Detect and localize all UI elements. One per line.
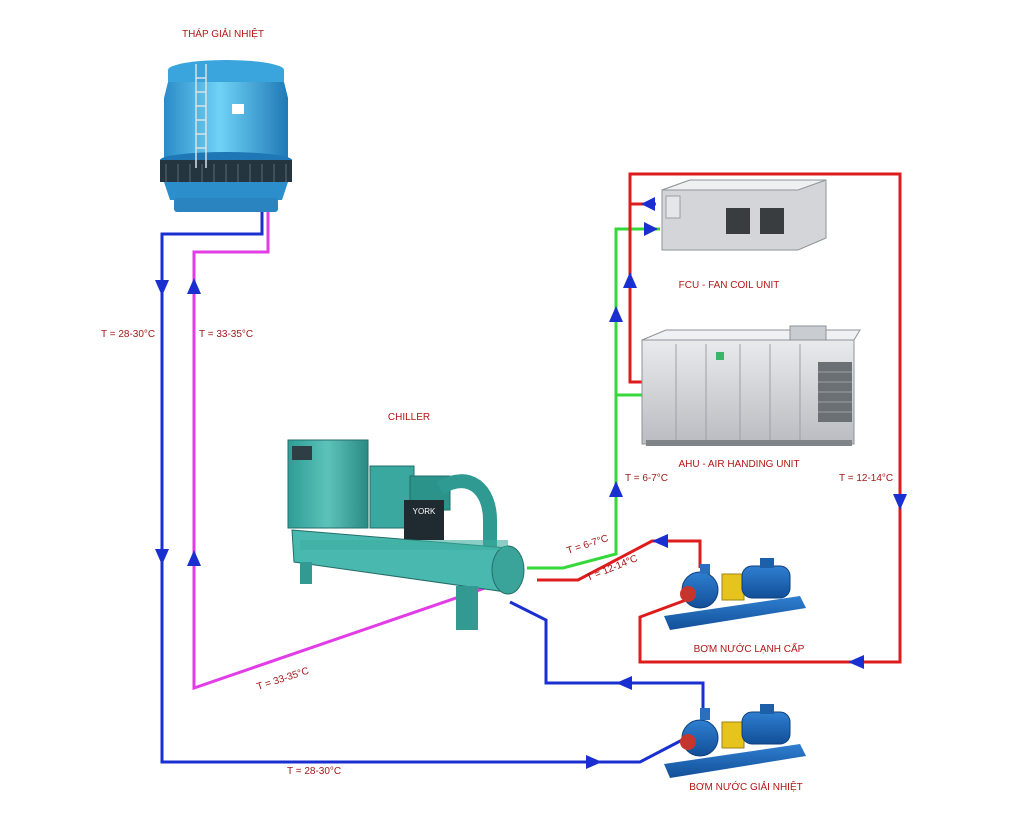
chiller: YORK <box>287 439 525 630</box>
fcu-unit <box>661 179 827 251</box>
pipe-condenser-pump-to-chiller <box>509 600 705 712</box>
pipe-condenser-return <box>192 200 521 691</box>
arrow-up-icon <box>623 272 637 288</box>
pipe-chilled-supply <box>527 227 660 570</box>
ahu-unit <box>641 325 861 446</box>
nameplate <box>232 104 244 114</box>
temp-chilled-supply-ahu: T = 6-7°C <box>625 473 668 484</box>
arrow-right-icon <box>586 755 602 769</box>
chiller-label: CHILLER <box>388 412 430 423</box>
cooling-tower <box>160 60 292 212</box>
cooling-tower-label: THÁP GIẢI NHIỆT <box>182 27 264 40</box>
arrow-up-icon <box>609 481 623 497</box>
arrow-left-icon <box>848 655 864 669</box>
arrow-down-icon <box>155 280 169 296</box>
temp-chilled-supply-chiller: T = 6-7°C <box>566 533 610 557</box>
pipe-condenser-supply <box>160 200 687 764</box>
chilled-pump-label: BƠM NƯỚC LẠNH CẤP <box>694 642 805 655</box>
temp-tower-return: T = 33-35°C <box>199 329 253 340</box>
arrow-up-icon <box>187 550 201 566</box>
temp-condenser-bottom: T = 28-30°C <box>287 766 341 777</box>
ahu-label: AHU - AIR HANDING UNIT <box>678 459 799 470</box>
brand-text: YORK <box>413 507 436 516</box>
arrow-down-icon <box>893 494 907 510</box>
arrow-left-icon <box>616 676 632 690</box>
pipes <box>160 172 902 764</box>
chilled-water-pump <box>664 558 806 630</box>
pipe-chilled-return-loop <box>628 172 902 664</box>
fcu-label: FCU - FAN COIL UNIT <box>679 280 780 291</box>
condenser-water-pump <box>664 704 806 778</box>
arrow-down-icon <box>155 549 169 565</box>
condenser-pump-label: BƠM NƯỚC GIẢI NHIỆT <box>689 780 802 793</box>
temp-chilled-return-chiller: T = 12-14°C <box>585 553 639 583</box>
ladder <box>195 64 207 168</box>
arrow-left-icon <box>652 534 668 548</box>
arrow-right-icon <box>644 222 658 236</box>
temp-tower-supply: T = 28-30°C <box>101 329 155 340</box>
arrow-up-icon <box>187 278 201 294</box>
york-badge <box>404 500 444 540</box>
arrow-left-icon <box>641 197 655 211</box>
arrow-up-icon <box>609 306 623 322</box>
temp-condenser-out: T = 33-35°C <box>256 666 311 693</box>
temp-chilled-return-riser: T = 12-14°C <box>839 473 893 484</box>
